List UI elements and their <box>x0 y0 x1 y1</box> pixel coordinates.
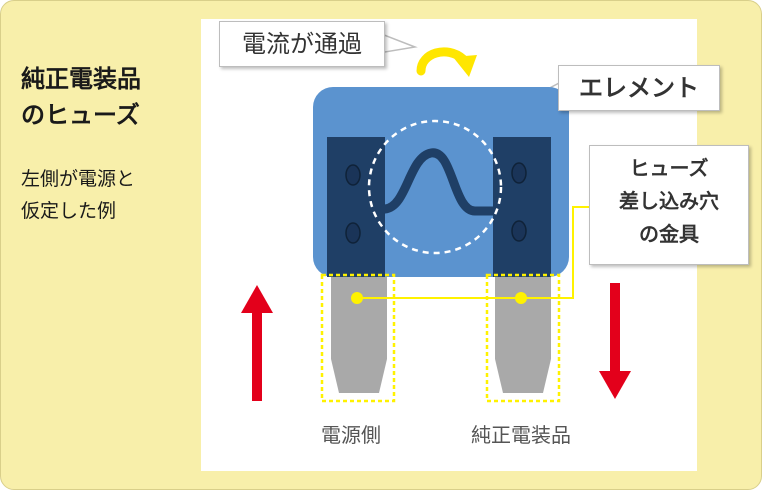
title-line-1: 純正電装品 <box>21 65 141 93</box>
curved-arrow-icon <box>416 47 477 77</box>
left-blade-dot <box>351 292 363 304</box>
arrow-up-icon <box>241 285 273 401</box>
element-highlight-circle <box>367 119 503 255</box>
right-blade-highlight <box>485 273 561 403</box>
right-terminal <box>493 137 551 277</box>
arrow-down-icon <box>599 283 631 399</box>
socket-callout-line-1: ヒューズ <box>629 156 709 180</box>
left-terminal-hole-bottom <box>345 222 361 244</box>
page-subtitle: 左側が電源と 仮定した例 <box>21 163 135 227</box>
right-blade-dot <box>515 292 527 304</box>
socket-callout-line-2: 差し込み穴 <box>619 189 719 213</box>
left-terminal-hole-top <box>345 164 361 186</box>
subtitle-line-2: 仮定した例 <box>21 200 117 222</box>
left-blade-highlight <box>320 273 396 403</box>
socket-callout: ヒューズ 差し込み穴 の金具 <box>589 145 749 265</box>
subtitle-line-1: 左側が電源と <box>21 168 136 190</box>
title-line-2: のヒューズ <box>21 101 140 129</box>
element-callout: エレメント <box>558 65 720 111</box>
socket-connector-line <box>357 206 591 299</box>
right-terminal-hole-bottom <box>511 220 527 242</box>
power-side-label: 電源側 <box>321 423 381 447</box>
left-blade <box>331 273 387 393</box>
right-blade <box>495 273 551 393</box>
left-terminal <box>327 137 385 277</box>
socket-callout-line-3: の金具 <box>639 222 699 246</box>
current-flow-callout: 電流が通過 <box>219 21 385 67</box>
right-terminal-hole-top <box>511 162 527 184</box>
page-title: 純正電装品 のヒューズ <box>21 61 141 133</box>
fuse-element <box>380 148 500 216</box>
oem-part-label: 純正電装品 <box>471 423 571 447</box>
